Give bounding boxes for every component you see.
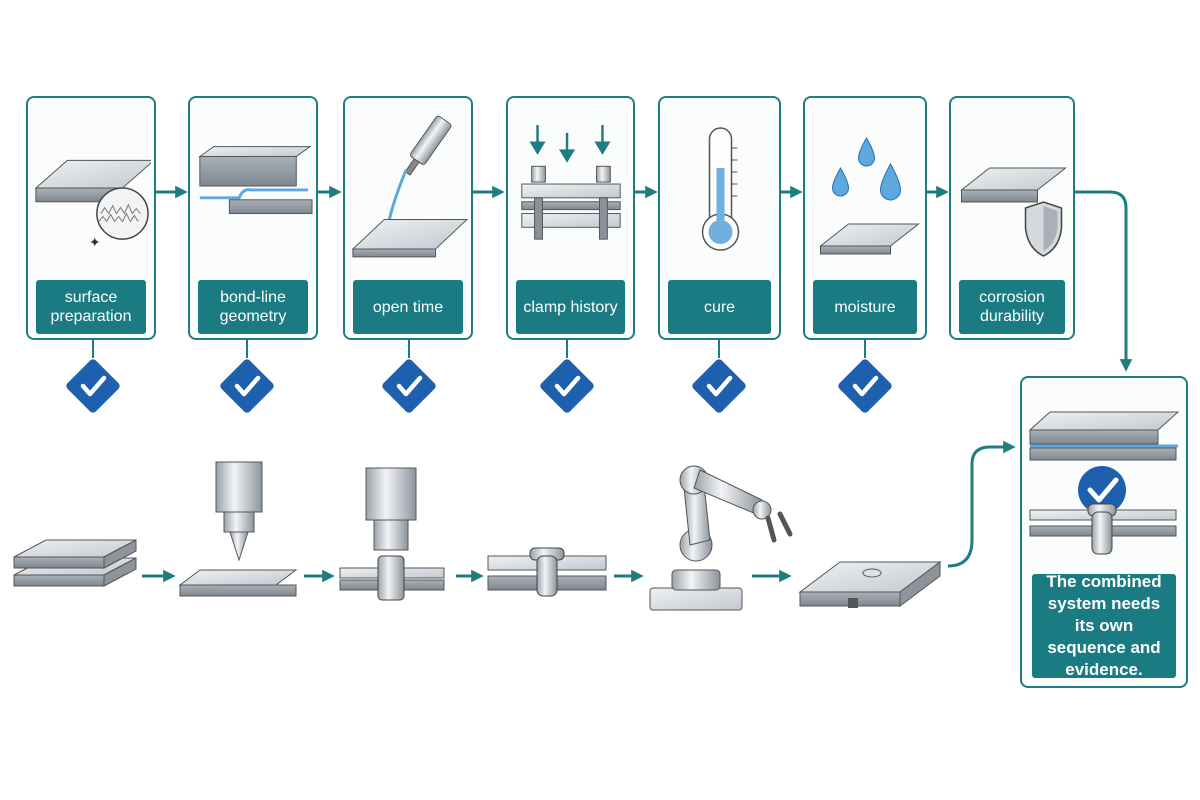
step-card-moisture: moisture [803,96,927,340]
shield-plate-icon [960,167,1067,257]
process-row [13,440,1016,611]
step-label-bond-line-geometry: bond-line geometry [198,280,308,334]
step-card-bond-line-geometry: bond-line geometry [188,96,318,340]
thermometer-icon [701,127,740,251]
rivet-die-icon [339,467,445,601]
punch-press-icon [178,461,298,597]
check-icon [692,359,746,413]
water-drops-icon [819,136,920,255]
check-connectors [92,340,866,358]
checkmarks [66,359,892,413]
clamp-icon [521,124,621,240]
step-label-corrosion-durability: corrosion durability [959,280,1065,334]
self-piercing-rivet-icon [487,547,607,597]
svg-text:✦: ✦ [89,235,101,250]
step-card-surface-preparation: ✦ surface preparation [26,96,156,340]
final-message: The combined system needs its own sequen… [1032,572,1176,679]
step-label-cure: cure [668,280,771,334]
check-icon [66,359,120,413]
surface-prep-icon: ✦ [34,159,151,250]
check-icon [838,359,892,413]
robot-arm-icon [649,465,793,611]
step-card-cure: cure [658,96,781,340]
step-card-open-time: open time [343,96,473,340]
step-card-clamp-history: clamp history [506,96,635,340]
finished-joint-icon [798,561,942,608]
final-card-combined-system: The combined system needs its own sequen… [1020,376,1188,688]
check-icon [220,359,274,413]
step-label-clamp-history: clamp history [516,280,625,334]
bonded-riveted-joint-icon [1028,411,1180,555]
step-arrows [155,185,1133,372]
step-card-corrosion-durability: corrosion durability [949,96,1075,340]
step-label-moisture: moisture [813,280,917,334]
step-label-surface-preparation: surface preparation [36,280,146,334]
adhesive-dispense-icon [351,115,468,258]
stacked-plates-icon [13,539,137,587]
bond-line-icon [198,146,313,215]
check-icon [382,359,436,413]
check-icon [540,359,594,413]
step-label-open-time: open time [353,280,463,334]
